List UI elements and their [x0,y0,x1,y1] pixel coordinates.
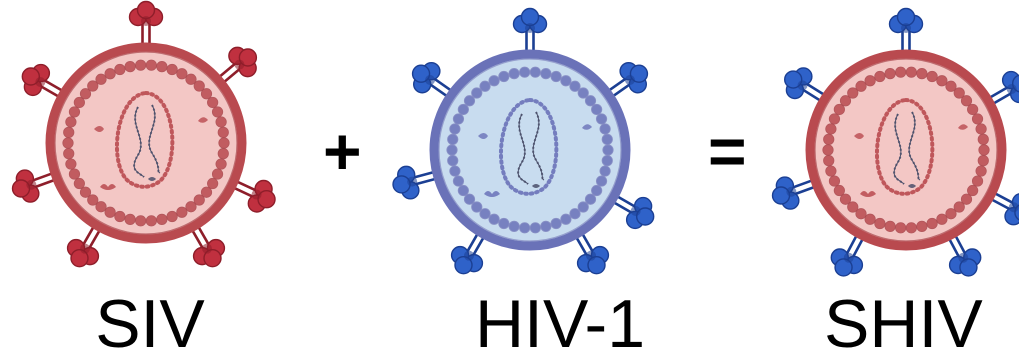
shiv-label: SHIV [810,290,1019,358]
shiv-virion [773,9,1019,276]
siv-label: SIV [65,290,235,358]
viral-envelope [434,54,626,246]
hiv-1-virion [393,9,654,274]
equals-operator: = [708,118,747,184]
viral-envelope [810,54,1002,246]
siv-virion [13,2,276,267]
hiv-1-label: HIV-1 [440,290,680,358]
plus-operator: + [323,118,362,184]
viral-envelope [50,47,242,239]
